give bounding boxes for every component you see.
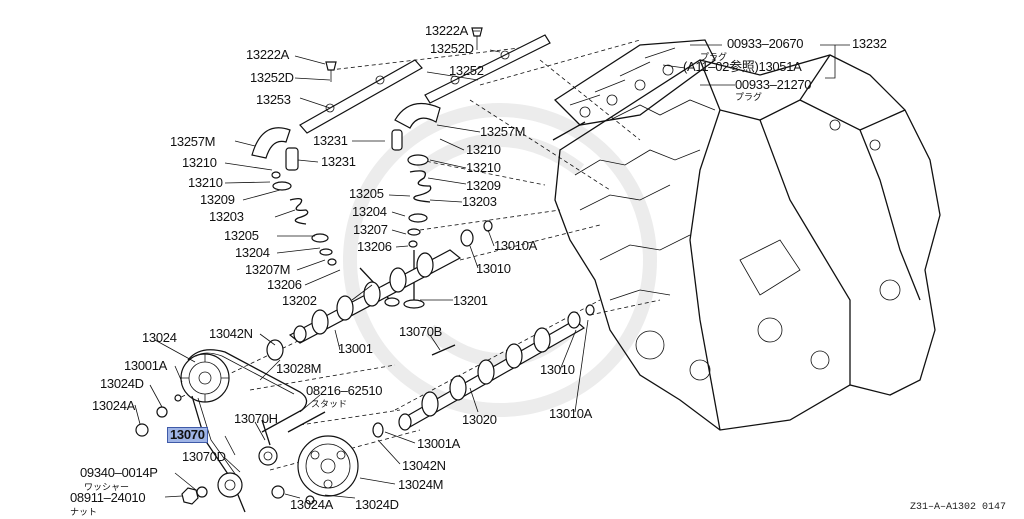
stud	[287, 344, 456, 433]
label-13222a-top: 13222A	[425, 23, 469, 38]
camshaft-pulley-upper	[180, 353, 230, 403]
label-13206: 13206	[267, 277, 302, 292]
label-13210-r1: 13210	[466, 142, 501, 157]
label-plug-jp-2: プラグ	[735, 92, 763, 102]
label-plug-jp-1: プラグ	[700, 52, 728, 62]
label-13201: 13201	[453, 293, 488, 308]
label-13070-highlighted[interactable]: 13070	[167, 427, 208, 443]
label-13024d: 13024D	[100, 376, 144, 391]
label-stud-jp: スタッド	[311, 399, 348, 409]
rocker-shaft-right	[424, 27, 551, 104]
label-08911-24010: 08911‒24010	[70, 490, 146, 505]
camshaft-seal-parts	[266, 220, 595, 438]
label-13257m: 13257M	[170, 134, 216, 149]
valve-spring-stack-left	[271, 171, 337, 266]
label-13001a: 13001A	[417, 436, 461, 451]
label-13010a: 13010A	[549, 406, 593, 421]
fasteners	[135, 394, 315, 505]
label-13210-b: 13210	[188, 175, 223, 190]
label-13028m: 13028M	[276, 361, 322, 376]
label-13010: 13010	[540, 362, 575, 377]
label-00933-21270: 00933‒21270	[735, 77, 812, 92]
label-09340-0014p: 09340‒0014P	[80, 465, 158, 480]
label-13232: 13232	[852, 36, 887, 51]
lash-adjuster	[285, 129, 403, 171]
label-13222a: 13222A	[246, 47, 290, 62]
label-13020: 13020	[462, 412, 497, 427]
label-13205-mid: 13205	[349, 186, 384, 201]
label-a11-13051a: (A11‒02参照)13051A	[683, 59, 802, 74]
camshaft-upper	[288, 249, 462, 344]
rocker-shaft-left	[299, 59, 423, 134]
label-13070b: 13070B	[399, 324, 443, 339]
label-13207-mid: 13207	[353, 222, 388, 237]
label-13252d-top: 13252D	[430, 41, 474, 56]
label-13070d: 13070D	[182, 449, 226, 464]
label-13001a-left: 13001A	[124, 358, 168, 373]
label-13204: 13204	[235, 245, 270, 260]
label-13024a-bottom: 13024A	[290, 497, 334, 512]
label-13010-top: 13010	[476, 261, 511, 276]
label-13042n: 13042N	[402, 458, 446, 473]
label-13231-mid: 13231	[313, 133, 348, 148]
valve-spring-stack-mid	[407, 154, 432, 248]
label-13024m: 13024M	[398, 477, 444, 492]
label-13253: 13253	[256, 92, 291, 107]
label-13010a-top: 13010A	[494, 238, 538, 253]
rocker-arm-right	[394, 102, 441, 129]
label-13209-r: 13209	[466, 178, 501, 193]
label-13203-r: 13203	[462, 194, 497, 209]
label-13070h: 13070H	[234, 411, 278, 426]
label-13202: 13202	[282, 293, 317, 308]
label-washer-jp: ワッシャー	[84, 482, 130, 492]
diagram-code: Z31‒A‒A1302 0147	[910, 502, 1007, 513]
label-13042n-top: 13042N	[209, 326, 253, 341]
camshaft-lower	[398, 319, 586, 431]
label-13024d-bottom: 13024D	[355, 497, 399, 512]
label-13203: 13203	[209, 209, 244, 224]
label-13207m: 13207M	[245, 262, 291, 277]
label-13231: 13231	[321, 154, 356, 169]
label-13209: 13209	[200, 192, 235, 207]
belt-tensioner	[217, 419, 278, 498]
label-13210-r2: 13210	[466, 160, 501, 175]
rocker-cover	[552, 39, 716, 141]
label-13204-mid: 13204	[352, 204, 387, 219]
label-13210-a: 13210	[182, 155, 217, 170]
camshaft-pulley-lower	[297, 435, 359, 497]
label-13024: 13024	[142, 330, 177, 345]
label-nut-jp: ナット	[70, 507, 98, 517]
label-13252d: 13252D	[250, 70, 294, 85]
label-13001: 13001	[338, 341, 373, 356]
leader-lines	[134, 30, 850, 499]
label-13205: 13205	[224, 228, 259, 243]
label-13206-mid: 13206	[357, 239, 392, 254]
label-13024a: 13024A	[92, 398, 136, 413]
label-08216-62510: 08216‒62510	[306, 383, 383, 398]
engine-block	[554, 54, 941, 431]
rocker-arm-left	[251, 127, 291, 159]
label-13257m-right: 13257M	[480, 124, 526, 139]
label-13252: 13252	[449, 63, 484, 78]
label-00933-20670: 00933‒20670	[727, 36, 804, 51]
